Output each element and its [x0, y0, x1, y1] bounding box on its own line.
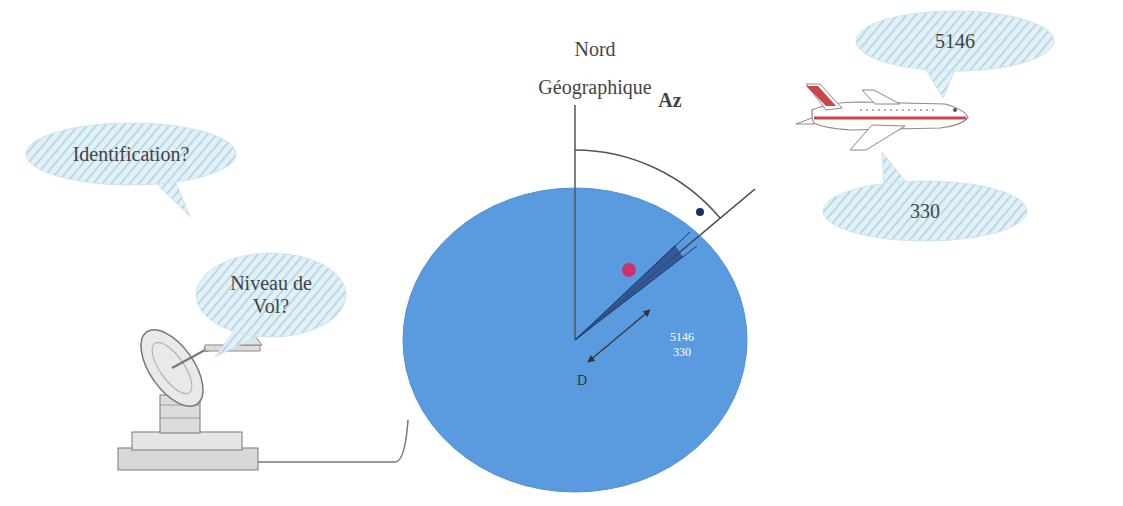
radar-beam — [575, 245, 683, 340]
antenna-cable — [255, 420, 408, 462]
distance-label: D — [573, 372, 591, 390]
azimuth-label: Az — [650, 88, 690, 112]
radar-antenna — [118, 319, 262, 470]
north-line — [574, 105, 576, 340]
echo-dot — [622, 263, 636, 277]
speech-bubble: 5146 — [855, 10, 1055, 72]
north-label: Nord Géographique — [520, 30, 670, 106]
bubble-text: 5146 — [935, 30, 975, 53]
bubble-text: 330 — [910, 200, 940, 223]
speech-bubble: 330 — [822, 180, 1028, 242]
screen-outline — [403, 188, 747, 492]
bubble-text: Niveau de Vol? — [224, 272, 319, 318]
speech-bubble: Identification? — [25, 122, 237, 186]
beam-edge — [575, 232, 690, 340]
radar-screen-node: 5146 330D — [403, 188, 747, 492]
beam-edge — [575, 246, 697, 340]
bubble-text: Identification? — [73, 143, 190, 166]
speech-bubble: Niveau de Vol? — [195, 252, 347, 338]
distance-arrow — [588, 310, 650, 362]
azimuth-line — [575, 189, 755, 340]
screen-target-label: 5146 330 — [665, 330, 699, 360]
target-dot — [696, 208, 704, 216]
azimuth-arc — [575, 150, 720, 218]
